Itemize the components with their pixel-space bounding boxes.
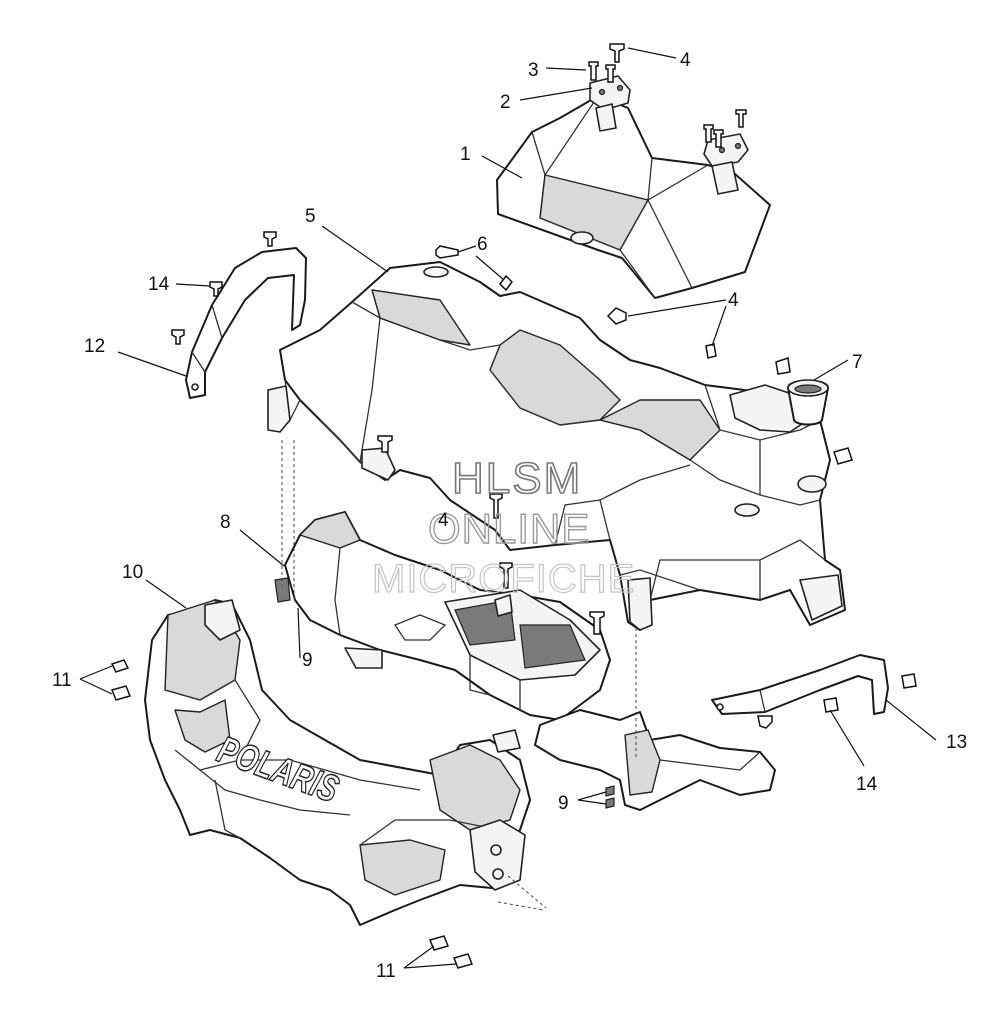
callout-4: 4 — [728, 290, 739, 311]
callout-10: 10 — [122, 562, 143, 583]
callout-14: 14 — [148, 274, 170, 295]
callout-6: 6 — [477, 234, 488, 255]
callout-11: 11 — [52, 670, 72, 691]
callout-2: 2 — [500, 92, 511, 113]
part-8-dash-tray — [274, 511, 611, 721]
callout-9: 9 — [302, 650, 313, 671]
leader-lines — [79, 47, 937, 969]
callout-13: 13 — [946, 732, 967, 753]
part-12-left-bracket — [185, 247, 307, 399]
part-13-right-bracket — [711, 654, 889, 715]
callout-11: 11 — [376, 961, 396, 982]
callout-3: 3 — [528, 60, 539, 81]
part-2-hinge — [589, 75, 749, 195]
callout-4: 4 — [680, 50, 691, 71]
callout-12: 12 — [84, 336, 105, 357]
callout-5: 5 — [305, 206, 316, 227]
watermark-line-2: ONLINE — [428, 505, 590, 552]
watermark: HLSM ONLINE MICROFICHE — [371, 453, 635, 601]
alignment-lines — [281, 440, 637, 911]
callout-7: 7 — [852, 352, 863, 373]
callout-9: 9 — [558, 793, 569, 814]
callout-8: 8 — [220, 512, 231, 533]
callout-1: 1 — [460, 144, 471, 165]
callout-numbers: 1 2 3 4 4 4 5 6 7 8 9 9 10 11 11 12 13 1… — [52, 50, 967, 982]
part-1-storage-lid — [496, 95, 771, 299]
watermark-line-3: MICROFICHE — [372, 557, 635, 601]
callout-4: 4 — [438, 510, 449, 531]
hinge-fasteners — [588, 43, 747, 148]
part-5-front-cab — [267, 261, 846, 631]
callout-14: 14 — [856, 774, 878, 795]
part-10-front-nose: POLARIS — [144, 599, 531, 926]
watermark-line-1: HLSM — [452, 454, 582, 503]
part-9-side-corner-panel — [492, 709, 776, 811]
loose-fasteners — [110, 231, 917, 969]
part-7-cup-holder — [787, 379, 829, 426]
